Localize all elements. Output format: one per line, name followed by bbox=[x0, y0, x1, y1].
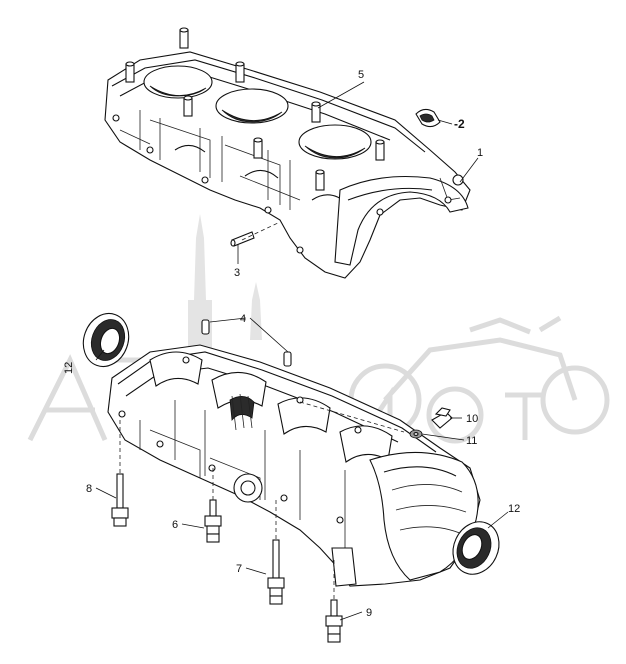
callout-12-left: 12 bbox=[63, 362, 75, 374]
stud bbox=[183, 95, 193, 117]
oil-seal-right-part bbox=[452, 521, 500, 575]
bolt-6-part bbox=[204, 499, 222, 543]
stud bbox=[311, 101, 321, 123]
callout-8: 8 bbox=[86, 483, 92, 495]
bolt-8-part bbox=[111, 473, 129, 527]
bolt-7-part bbox=[267, 539, 285, 605]
washer-11-part bbox=[409, 429, 423, 439]
stud bbox=[375, 139, 385, 161]
callout-9: 9 bbox=[366, 607, 372, 619]
stud bbox=[235, 61, 245, 83]
callout-3: 3 bbox=[234, 267, 240, 279]
callout-labels: 5 1 -2 3 4 10 11 12 12 8 6 7 9 bbox=[63, 69, 520, 619]
callout-2: -2 bbox=[454, 117, 465, 131]
stud bbox=[253, 137, 263, 159]
dowel-pins-part bbox=[201, 319, 292, 367]
dowel-pin-part bbox=[230, 231, 255, 247]
leader-lines bbox=[95, 81, 509, 621]
stud bbox=[179, 27, 189, 49]
callout-11: 11 bbox=[466, 435, 477, 447]
callout-1: 1 bbox=[477, 147, 483, 159]
upper-crankcase bbox=[104, 51, 471, 279]
stud bbox=[315, 169, 325, 191]
callout-4: 4 bbox=[240, 313, 246, 325]
stud bbox=[125, 61, 135, 83]
bolt-10-part bbox=[431, 407, 453, 429]
callout-5: 5 bbox=[358, 69, 364, 81]
callout-6: 6 bbox=[172, 519, 178, 531]
oil-seal-left-part bbox=[82, 312, 130, 368]
breather-cap-part bbox=[415, 108, 441, 128]
callout-7: 7 bbox=[236, 563, 242, 575]
bolt-9-part bbox=[325, 599, 343, 643]
callout-10: 10 bbox=[466, 413, 478, 425]
callout-12-right: 12 bbox=[508, 503, 520, 515]
lower-crankcase bbox=[107, 344, 481, 587]
upper-case-studs bbox=[125, 27, 385, 191]
